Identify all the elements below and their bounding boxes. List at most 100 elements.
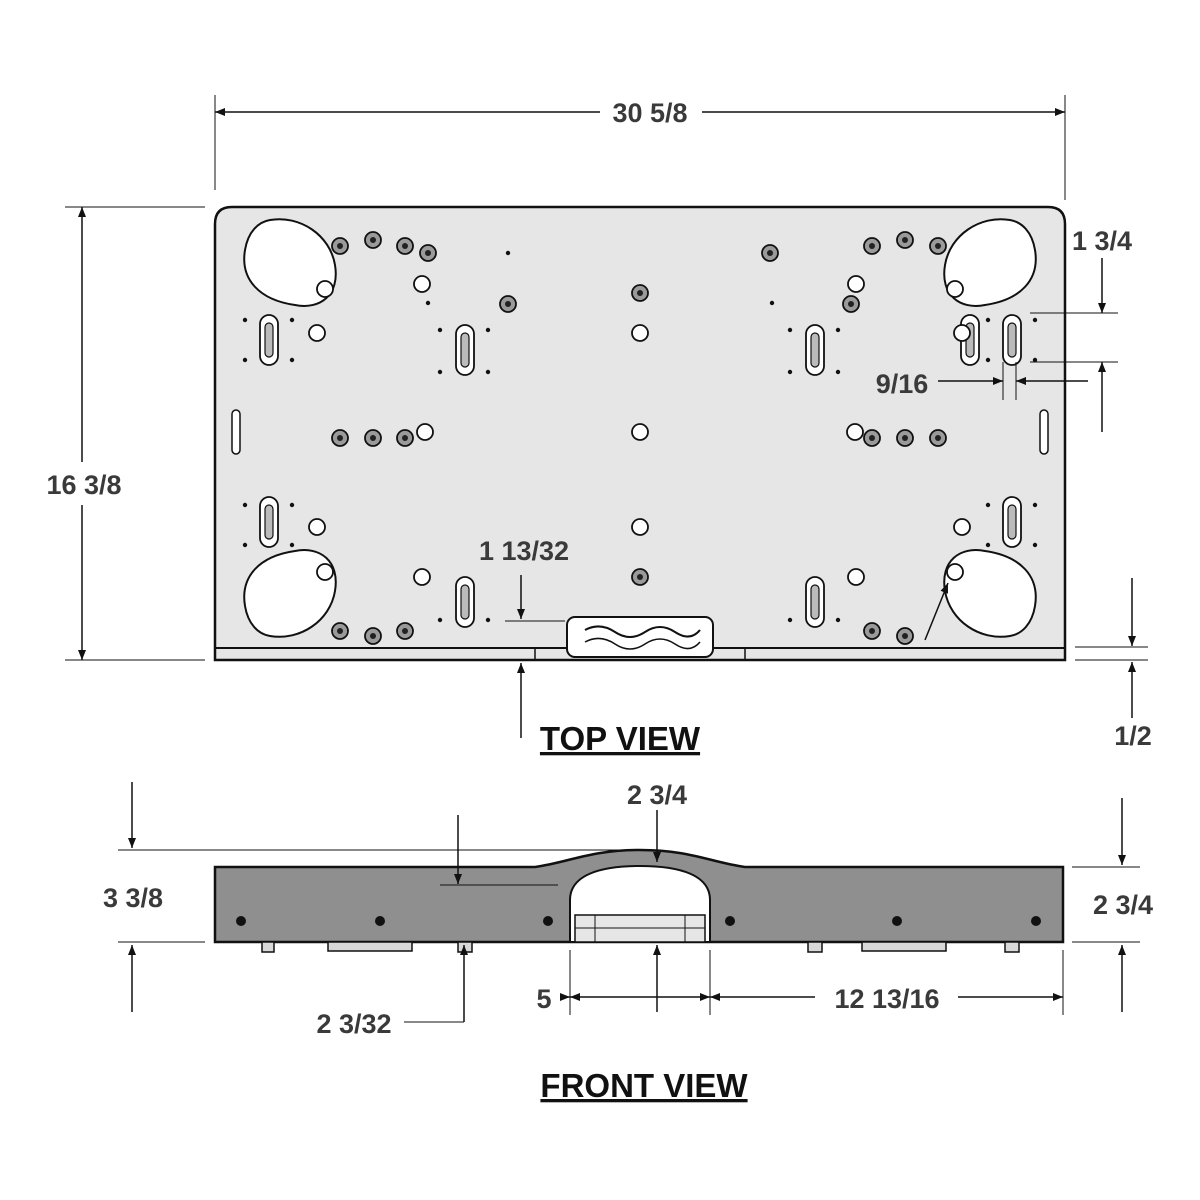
round-holes (308, 275, 971, 586)
front-fastener (543, 916, 553, 926)
round-hole (953, 518, 971, 536)
front-view-title: FRONT VIEW (540, 1067, 748, 1104)
dimension-handle-opening: 5 (536, 945, 711, 1015)
pin-dot (289, 317, 295, 323)
pin-dot (289, 502, 295, 508)
dim-handle-opening: 5 (536, 984, 551, 1014)
round-hole (316, 280, 334, 298)
pin-dot (289, 542, 295, 548)
round-hole (416, 423, 434, 441)
bolt-center (637, 574, 643, 580)
bolt-center (902, 633, 908, 639)
pin-dot (485, 327, 491, 333)
pin-dot (485, 617, 491, 623)
bolt-center (425, 250, 431, 256)
round-hole (413, 568, 431, 586)
round-hole (631, 423, 649, 441)
dimension-handle-recess: 1 13/32 (479, 536, 569, 738)
bolt-center (902, 435, 908, 441)
pin-dots (242, 250, 1038, 623)
bolt-center (848, 301, 854, 307)
dim-overall-width: 30 5/8 (612, 98, 687, 128)
bolt-center (402, 243, 408, 249)
round-hole (953, 324, 971, 342)
pin-dot (1032, 502, 1038, 508)
round-hole (847, 275, 865, 293)
pin-dot (985, 542, 991, 548)
round-hole (847, 568, 865, 586)
front-fastener (1031, 916, 1041, 926)
top-view-title: TOP VIEW (540, 720, 701, 757)
pin-dot (787, 369, 793, 375)
dimension-overall-height: 3 3/8 (103, 782, 640, 1012)
feet (261, 941, 1020, 953)
dim-overall-height: 3 3/8 (103, 883, 163, 913)
top-view (213, 205, 1067, 662)
pin-dot (242, 317, 248, 323)
bolt-center (767, 250, 773, 256)
dim-foot-height: 2 3/32 (316, 1009, 391, 1039)
dimension-overall-width: 30 5/8 (214, 95, 1066, 200)
pin-dot (437, 617, 443, 623)
round-hole (846, 423, 864, 441)
front-view (213, 848, 1065, 953)
dimension-overall-depth: 16 3/8 (46, 206, 205, 661)
slot-insert (810, 332, 820, 368)
dim-arch-height: 2 3/4 (627, 780, 687, 810)
handle-recess (566, 616, 714, 658)
dim-overall-depth: 16 3/8 (46, 470, 121, 500)
front-fastener (375, 916, 385, 926)
round-hole (308, 324, 326, 342)
round-hole (946, 563, 964, 581)
pin-dot (769, 300, 775, 306)
leader-arrow (924, 582, 949, 641)
bolt-center (637, 290, 643, 296)
dimension-handle-to-edge: 12 13/16 (710, 950, 1064, 1015)
cutout-bottom-left (243, 549, 337, 638)
slot-insert (264, 322, 274, 358)
pin-dot (787, 617, 793, 623)
front-fasteners (236, 916, 1041, 926)
slot-insert (810, 584, 820, 620)
dimension-foot-height: 2 3/32 (316, 945, 468, 1039)
pin-dot (1032, 542, 1038, 548)
front-fastener (725, 916, 735, 926)
bolt-center (402, 628, 408, 634)
pin-dot (505, 250, 511, 256)
bolt-center (869, 243, 875, 249)
round-hole (631, 324, 649, 342)
bolt-center (337, 435, 343, 441)
dim-body-height: 2 3/4 (1093, 890, 1153, 920)
bolt-center (370, 435, 376, 441)
bolt-center (869, 628, 875, 634)
round-hole (413, 275, 431, 293)
dimension-slot-offset: 1 3/4 (1030, 226, 1132, 432)
dimension-arch-inner (440, 815, 558, 886)
bolt-center (370, 633, 376, 639)
pin-dot (289, 357, 295, 363)
slot-insert (460, 332, 470, 368)
bolt-center (505, 301, 511, 307)
pin-dot (835, 369, 841, 375)
round-hole (946, 280, 964, 298)
round-hole (308, 518, 326, 536)
dimension-lip-thickness: 1/2 (1075, 578, 1152, 751)
slot-insert (264, 504, 274, 540)
pin-dot (437, 327, 443, 333)
slot-insert (1007, 504, 1017, 540)
cutout-top-right (943, 218, 1037, 307)
bolt-center (869, 435, 875, 441)
pin-dot (1032, 317, 1038, 323)
pin-dot (985, 502, 991, 508)
pin-dot (985, 317, 991, 323)
dimension-body-height: 2 3/4 (1072, 798, 1153, 1012)
dim-slot-spacing: 9/16 (876, 369, 929, 399)
front-fastener (236, 916, 246, 926)
pin-dot (437, 369, 443, 375)
bolt-center (337, 243, 343, 249)
dim-handle-recess: 1 13/32 (479, 536, 569, 566)
pin-dot (425, 300, 431, 306)
dim-slot-offset: 1 3/4 (1072, 226, 1132, 256)
bolt-center (902, 237, 908, 243)
